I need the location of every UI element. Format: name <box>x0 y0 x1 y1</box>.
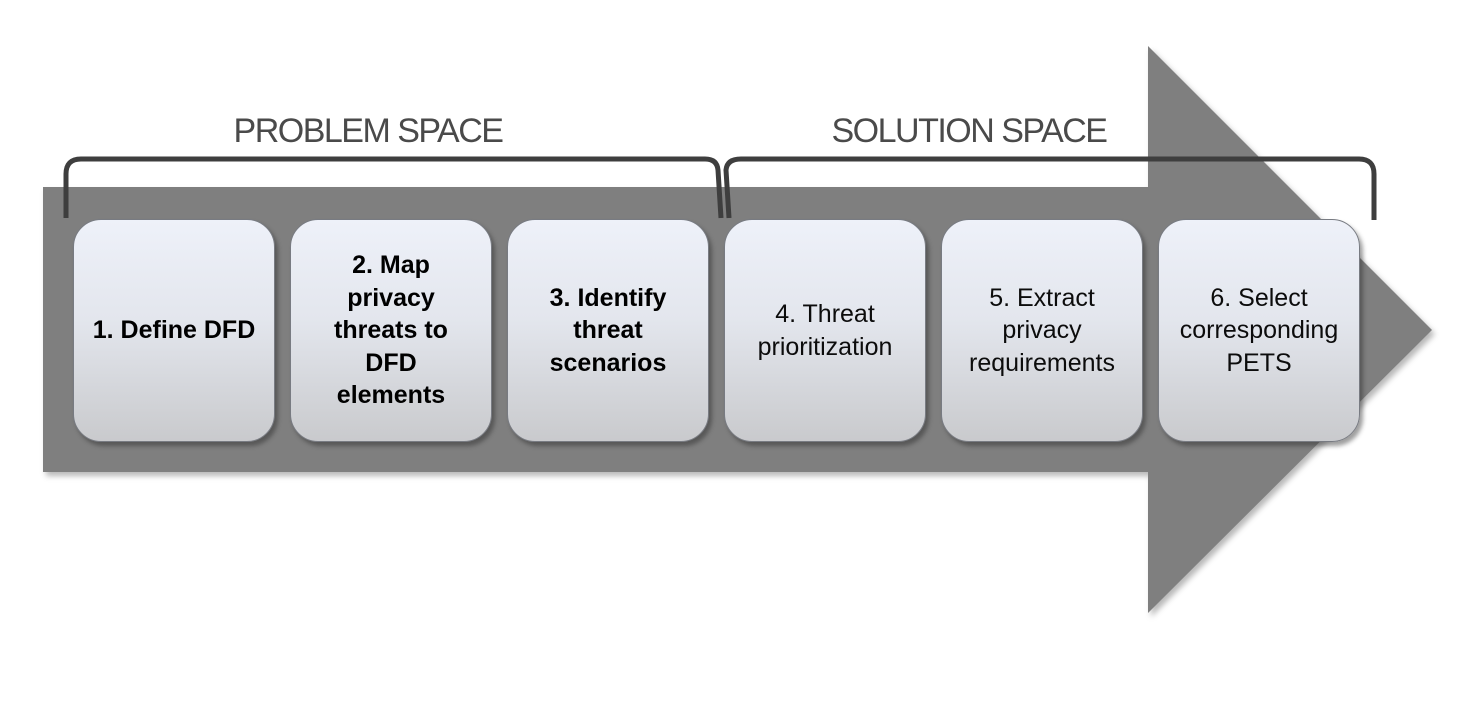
step-box-6-select-corresponding-pets: 6. Select corresponding PETS <box>1158 219 1360 442</box>
step-box-3-identify-threat-scenarios: 3. Identify threat scenarios <box>507 219 709 442</box>
step-label: 2. Map privacy threats to DFD elements <box>334 251 448 410</box>
step-box-2-map-privacy-threats: 2. Map privacy threats to DFD elements <box>290 219 492 442</box>
step-label: 1. Define DFD <box>92 316 256 345</box>
step-label: 4. Threat prioritization <box>757 300 893 361</box>
step-label: 3. Identify threat scenarios <box>549 283 667 377</box>
step-box-5-extract-privacy-requirements: 5. Extract privacy requirements <box>941 219 1143 442</box>
step-label: 6. Select corresponding PETS <box>1179 283 1339 377</box>
step-box-1-define-dfd: 1. Define DFD <box>73 219 275 442</box>
solution-space-label: SOLUTION SPACE <box>831 112 1109 150</box>
solution-space-bracket <box>723 156 1377 220</box>
step-label: 5. Extract privacy requirements <box>969 283 1115 377</box>
problem-space-label: PROBLEM SPACE <box>233 112 504 150</box>
problem-space-bracket <box>63 156 724 219</box>
step-box-4-threat-prioritization: 4. Threat prioritization <box>724 219 926 442</box>
